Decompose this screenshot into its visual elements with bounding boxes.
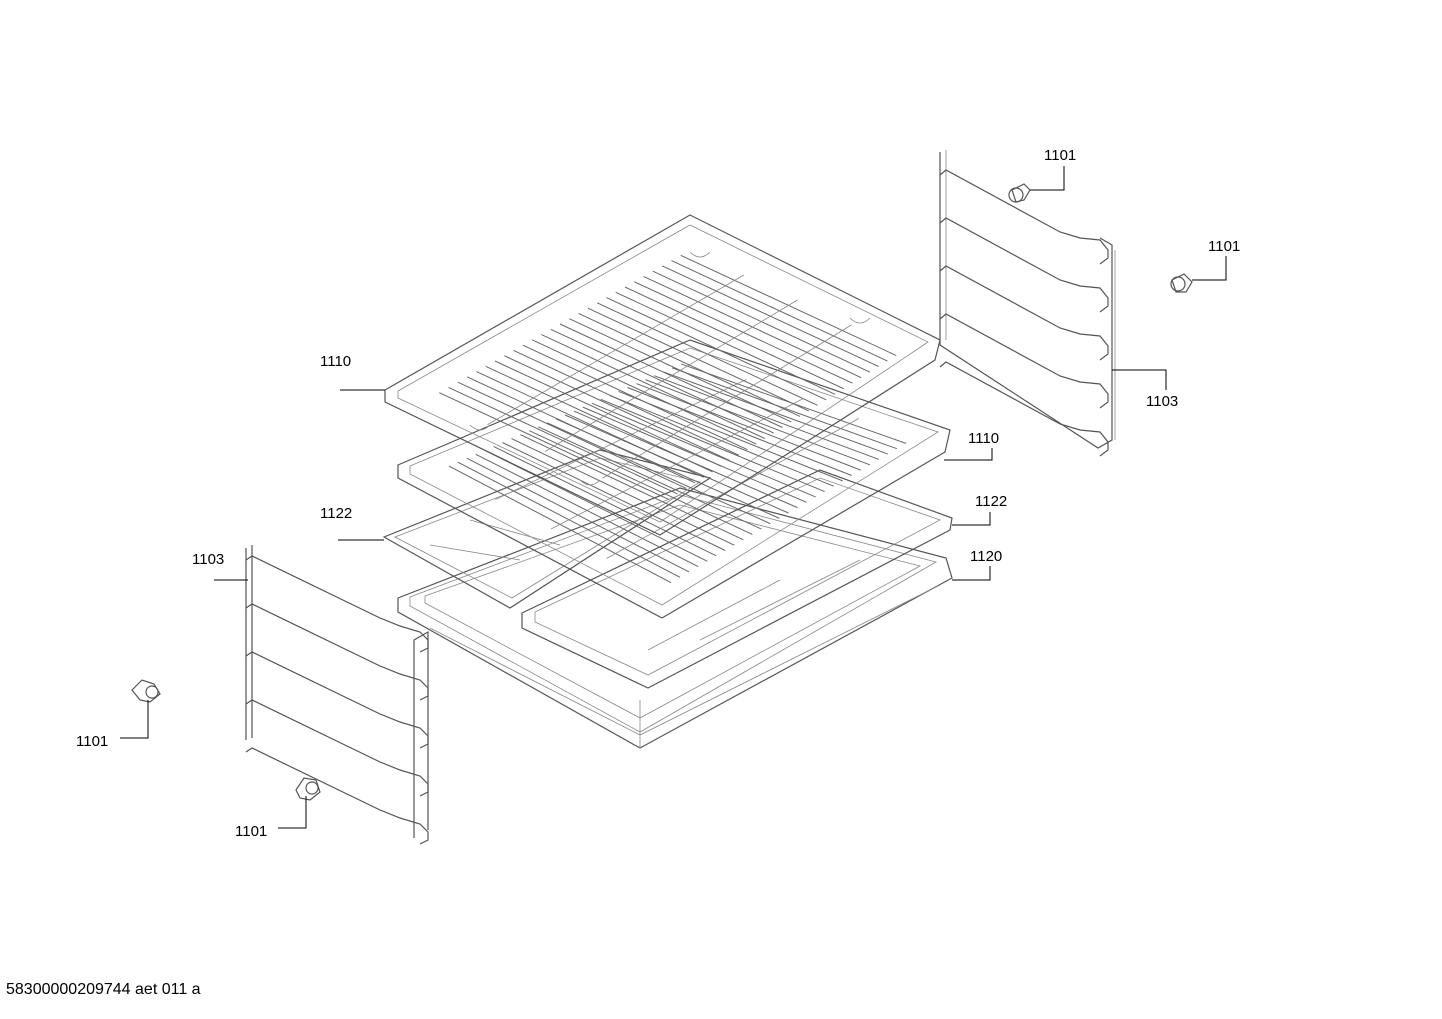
side-rail-right[interactable] — [939, 150, 1116, 457]
rail-rung — [939, 313, 1109, 409]
tray-right[interactable] — [521, 469, 953, 689]
rack-crossbar — [550, 398, 803, 530]
rack-crossbar — [602, 324, 852, 479]
callout-pan: 1120 — [970, 548, 1002, 565]
rail-rung — [939, 169, 1109, 265]
rail-rung — [245, 699, 429, 797]
callout-clip-left-bottom: 1101 — [235, 823, 267, 840]
clip-left-side-icon[interactable] — [131, 679, 161, 703]
callout-clip-left-side: 1101 — [76, 733, 108, 750]
callout-rack-upper: 1110 — [320, 353, 351, 370]
drawing-number: 58300000209744 aet 011 a — [6, 981, 201, 998]
clip-left-bottom-icon[interactable] — [295, 777, 321, 801]
rail-rung — [245, 651, 429, 749]
rail-rung — [245, 747, 429, 845]
clip-right-side-icon[interactable] — [1170, 273, 1193, 293]
callout-rail-left: 1103 — [192, 551, 224, 568]
callout-clip-right-top: 1101 — [1044, 147, 1076, 164]
clip-right-top-icon[interactable] — [1008, 183, 1031, 203]
rack-crossbar — [495, 379, 747, 500]
callout-rack-lower: 1110 — [968, 430, 999, 447]
rack-crossbar — [544, 299, 798, 452]
leader-lines — [120, 166, 1227, 829]
rail-rung — [245, 555, 429, 653]
callout-rail-right: 1103 — [1146, 393, 1178, 410]
rack-crossbar — [487, 274, 744, 426]
rail-rung — [939, 217, 1109, 313]
side-rail-left[interactable] — [245, 545, 429, 845]
rack-upper[interactable] — [384, 214, 941, 536]
rack-lower[interactable] — [397, 339, 951, 619]
callout-tray-right: 1122 — [975, 493, 1007, 510]
rail-rung — [245, 603, 429, 701]
callout-tray-left: 1122 — [320, 505, 352, 522]
rail-rung — [939, 361, 1109, 457]
baking-pan[interactable] — [397, 487, 953, 749]
rail-rung — [939, 265, 1109, 361]
callout-clip-right-side: 1101 — [1208, 238, 1240, 255]
